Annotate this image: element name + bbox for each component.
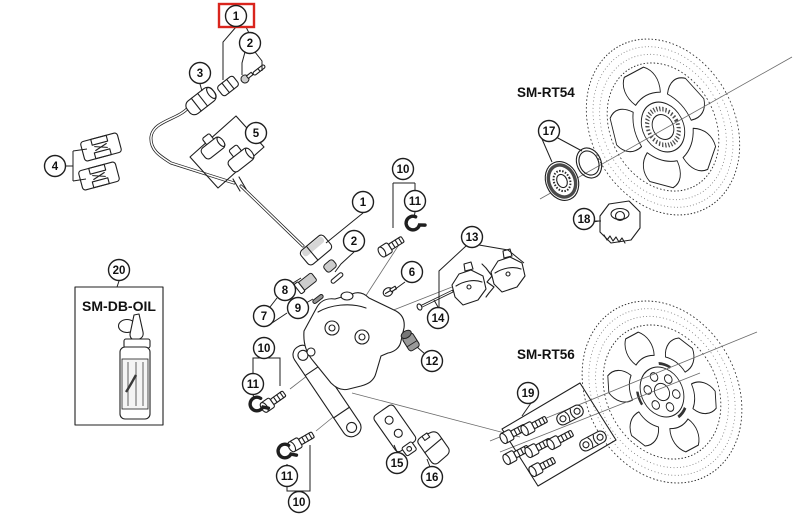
hose-connector-boot [185, 86, 217, 116]
hose-clamps [78, 132, 122, 191]
rotor-rt54 [585, 38, 741, 216]
callout-10-c[interactable]: 10 [287, 490, 311, 514]
label-sm-rt54: SM-RT54 [517, 85, 575, 100]
callout-12[interactable]: 12 [420, 349, 444, 373]
mineral-oil-group: SM-DB-OIL [74, 286, 164, 426]
svg-text:11: 11 [409, 196, 422, 208]
callout-14[interactable]: 14 [426, 306, 450, 330]
brake-pad-right [490, 248, 526, 293]
callout-10-b[interactable]: 10 [252, 336, 276, 360]
svg-text:17: 17 [543, 126, 556, 138]
callout-8[interactable]: 8 [273, 278, 297, 302]
callout-5[interactable]: 5 [244, 121, 268, 145]
svg-text:14: 14 [432, 313, 445, 325]
callout-13[interactable]: 13 [460, 225, 484, 249]
olive [323, 259, 337, 273]
svg-text:6: 6 [409, 267, 415, 279]
callout-17[interactable]: 17 [537, 119, 561, 143]
bleed-nipple-12 [400, 329, 420, 352]
svg-text:2: 2 [247, 38, 253, 50]
connecting-bolt [217, 75, 239, 97]
rotor-rt56 [581, 300, 743, 484]
svg-text:10: 10 [258, 343, 271, 355]
connector-pin [252, 64, 266, 76]
svg-text:19: 19 [522, 388, 535, 400]
banjo-bolt-10a [375, 233, 407, 259]
callout-11-b[interactable]: 11 [241, 372, 265, 396]
callout-4[interactable]: 4 [43, 154, 67, 178]
brake-pad-left [451, 261, 487, 306]
svg-text:1: 1 [233, 11, 240, 23]
svg-text:13: 13 [466, 232, 479, 244]
callouts-layer: 1 2 3 4 5 1 2 10 11 6 13 14 7 8 9 1 [43, 4, 596, 514]
mount-bolt-10c [285, 429, 317, 454]
pad-axle [416, 289, 455, 311]
callout-11-c[interactable]: 11 [275, 464, 299, 488]
callout-20[interactable]: 20 [107, 258, 131, 282]
lockring-washer [575, 147, 603, 179]
lockring-tool-18 [592, 200, 641, 244]
lockring-17 [544, 161, 580, 201]
hose-joint-group [189, 115, 265, 189]
svg-text:15: 15 [391, 458, 404, 470]
svg-text:9: 9 [295, 303, 301, 315]
callout-16[interactable]: 16 [420, 465, 444, 489]
olive-insert [240, 71, 254, 84]
callout-3[interactable]: 3 [188, 61, 212, 85]
svg-text:1: 1 [360, 197, 367, 209]
pin-9 [312, 294, 324, 304]
callout-19[interactable]: 19 [516, 381, 540, 405]
svg-text:3: 3 [197, 68, 203, 80]
brake-hose [149, 106, 305, 248]
svg-text:12: 12 [426, 356, 439, 368]
mount-block-16 [417, 431, 450, 465]
insert-pin [330, 272, 344, 284]
svg-text:16: 16 [426, 472, 439, 484]
callout-2-b[interactable]: 2 [342, 229, 366, 253]
svg-text:20: 20 [113, 265, 126, 277]
svg-text:18: 18 [578, 214, 591, 226]
svg-text:10: 10 [293, 497, 306, 509]
callout-6[interactable]: 6 [400, 260, 424, 284]
callout-10-a[interactable]: 10 [391, 157, 415, 181]
svg-text:11: 11 [281, 471, 294, 483]
callout-15[interactable]: 15 [385, 451, 409, 475]
hose-end-fitting [299, 234, 333, 266]
callout-9[interactable]: 9 [286, 296, 310, 320]
callout-11-a[interactable]: 11 [403, 189, 427, 213]
svg-text:10: 10 [397, 164, 410, 176]
caliper-body [303, 291, 405, 391]
svg-text:8: 8 [282, 285, 289, 297]
label-sm-db-oil: SM-DB-OIL [82, 298, 156, 314]
adapter-plate-15 [373, 404, 417, 457]
svg-text:5: 5 [253, 128, 260, 140]
callout-2-a[interactable]: 2 [238, 31, 262, 55]
caliper-adapter [292, 344, 362, 438]
oil-bottle [117, 313, 151, 420]
rotor-bolt-kit-19 [497, 382, 617, 487]
callout-18[interactable]: 18 [572, 207, 596, 231]
label-sm-rt56: SM-RT56 [517, 347, 575, 362]
svg-text:4: 4 [52, 161, 59, 173]
callout-1-a[interactable]: 1 [224, 4, 248, 28]
svg-text:2: 2 [351, 236, 357, 248]
callout-1-b[interactable]: 1 [351, 190, 375, 214]
svg-text:11: 11 [247, 379, 260, 391]
callout-7[interactable]: 7 [252, 304, 276, 328]
svg-text:7: 7 [261, 311, 267, 323]
axis-lines [289, 56, 793, 453]
fixing-screw-6 [382, 285, 398, 297]
connector-insert-8 [293, 272, 317, 295]
pad-spring [481, 263, 495, 298]
